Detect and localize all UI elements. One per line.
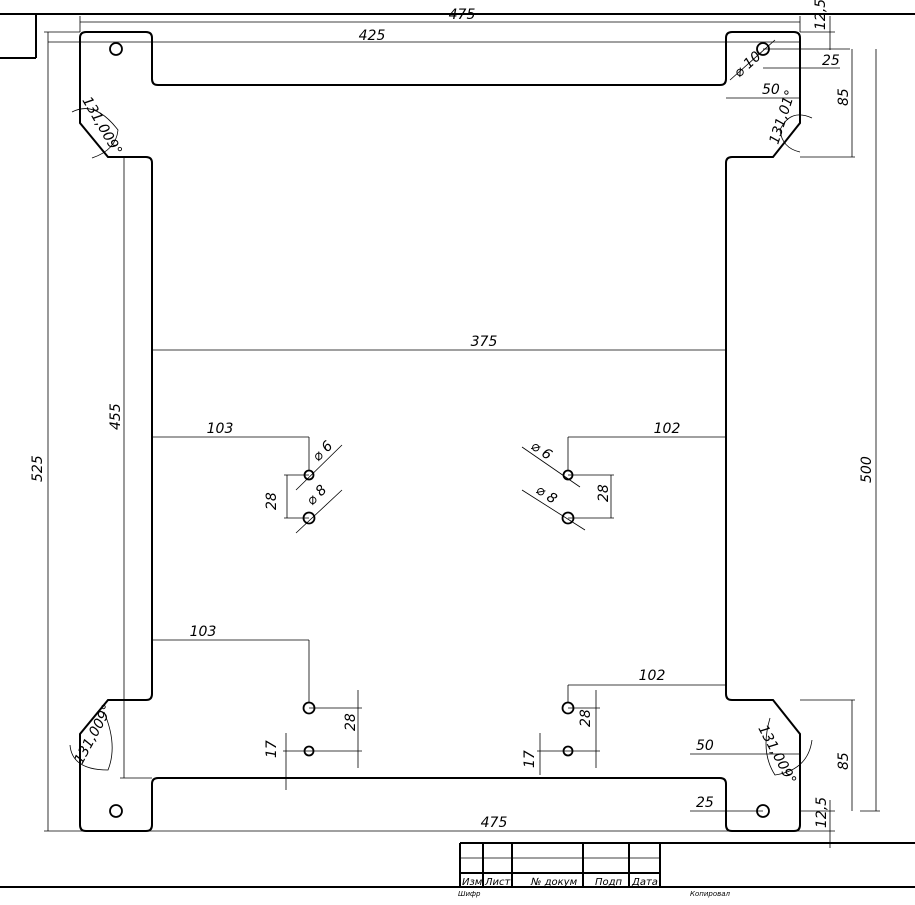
tb-doc: № докум: [530, 877, 578, 888]
dim-28-lower-right: 28: [578, 709, 594, 727]
dimension-labels: 475 425 12,5 ⌀ 10 25 50 85 131,009° 131,…: [30, 0, 875, 831]
tb-data: Дата: [631, 877, 658, 888]
title-block: Изм Лист № докум Подп Дата Шифр Копирова…: [458, 842, 731, 898]
dim-28-middle-right: 28: [596, 484, 612, 502]
dim-width-475-bottom: 475: [481, 815, 508, 831]
tb-list: Лист: [484, 877, 512, 888]
sheet-frame: [0, 13, 915, 888]
dim-50-bottom: 50: [696, 738, 714, 754]
dim-28-lower-left: 28: [343, 713, 359, 731]
dim-17-right: 17: [522, 750, 538, 768]
dim-width-425: 425: [359, 28, 386, 44]
dim-width-475-top: 475: [449, 7, 476, 23]
plate-outline: [79, 31, 801, 832]
dim-hole-d6-right: ⌀ 6: [528, 438, 555, 463]
dim-height-455: 455: [108, 403, 124, 430]
dim-102-lower: 102: [639, 668, 666, 684]
holes: [109, 42, 770, 818]
angle-bottom-right: 131,009°: [754, 722, 799, 787]
dim-height-500: 500: [859, 456, 875, 483]
dim-85-bottom: 85: [836, 752, 852, 770]
tb-shifr: Шифр: [458, 890, 481, 898]
dim-50-top: 50: [762, 82, 780, 98]
dimension-lines: [44, 16, 880, 848]
dim-25-bottom: 25: [696, 795, 714, 811]
hole-corner-tl: [109, 42, 123, 56]
dim-17-left: 17: [264, 740, 280, 758]
angle-bottom-left: 131,009°: [71, 702, 116, 767]
dim-103-lower: 103: [190, 624, 217, 640]
dim-12-5-bottom: 12,5: [814, 797, 830, 828]
dim-103-middle: 103: [207, 421, 234, 437]
dim-height-525: 525: [30, 455, 46, 482]
tb-izm: Изм: [462, 877, 483, 888]
dim-hole-d8-right: ⌀ 8: [533, 482, 560, 507]
tb-kopiroval: Копировал: [690, 890, 731, 898]
hole-corner-bl: [109, 804, 123, 818]
dim-102-middle: 102: [654, 421, 681, 437]
dim-hole-d6-left: ⌀ 6: [310, 438, 337, 465]
dim-width-375: 375: [471, 334, 498, 350]
dim-12-5-top: 12,5: [813, 0, 829, 30]
tb-podp: Подп: [595, 877, 623, 888]
dim-85-top: 85: [836, 88, 852, 106]
dim-28-middle-left: 28: [264, 492, 280, 510]
dim-25-top: 25: [822, 53, 840, 69]
